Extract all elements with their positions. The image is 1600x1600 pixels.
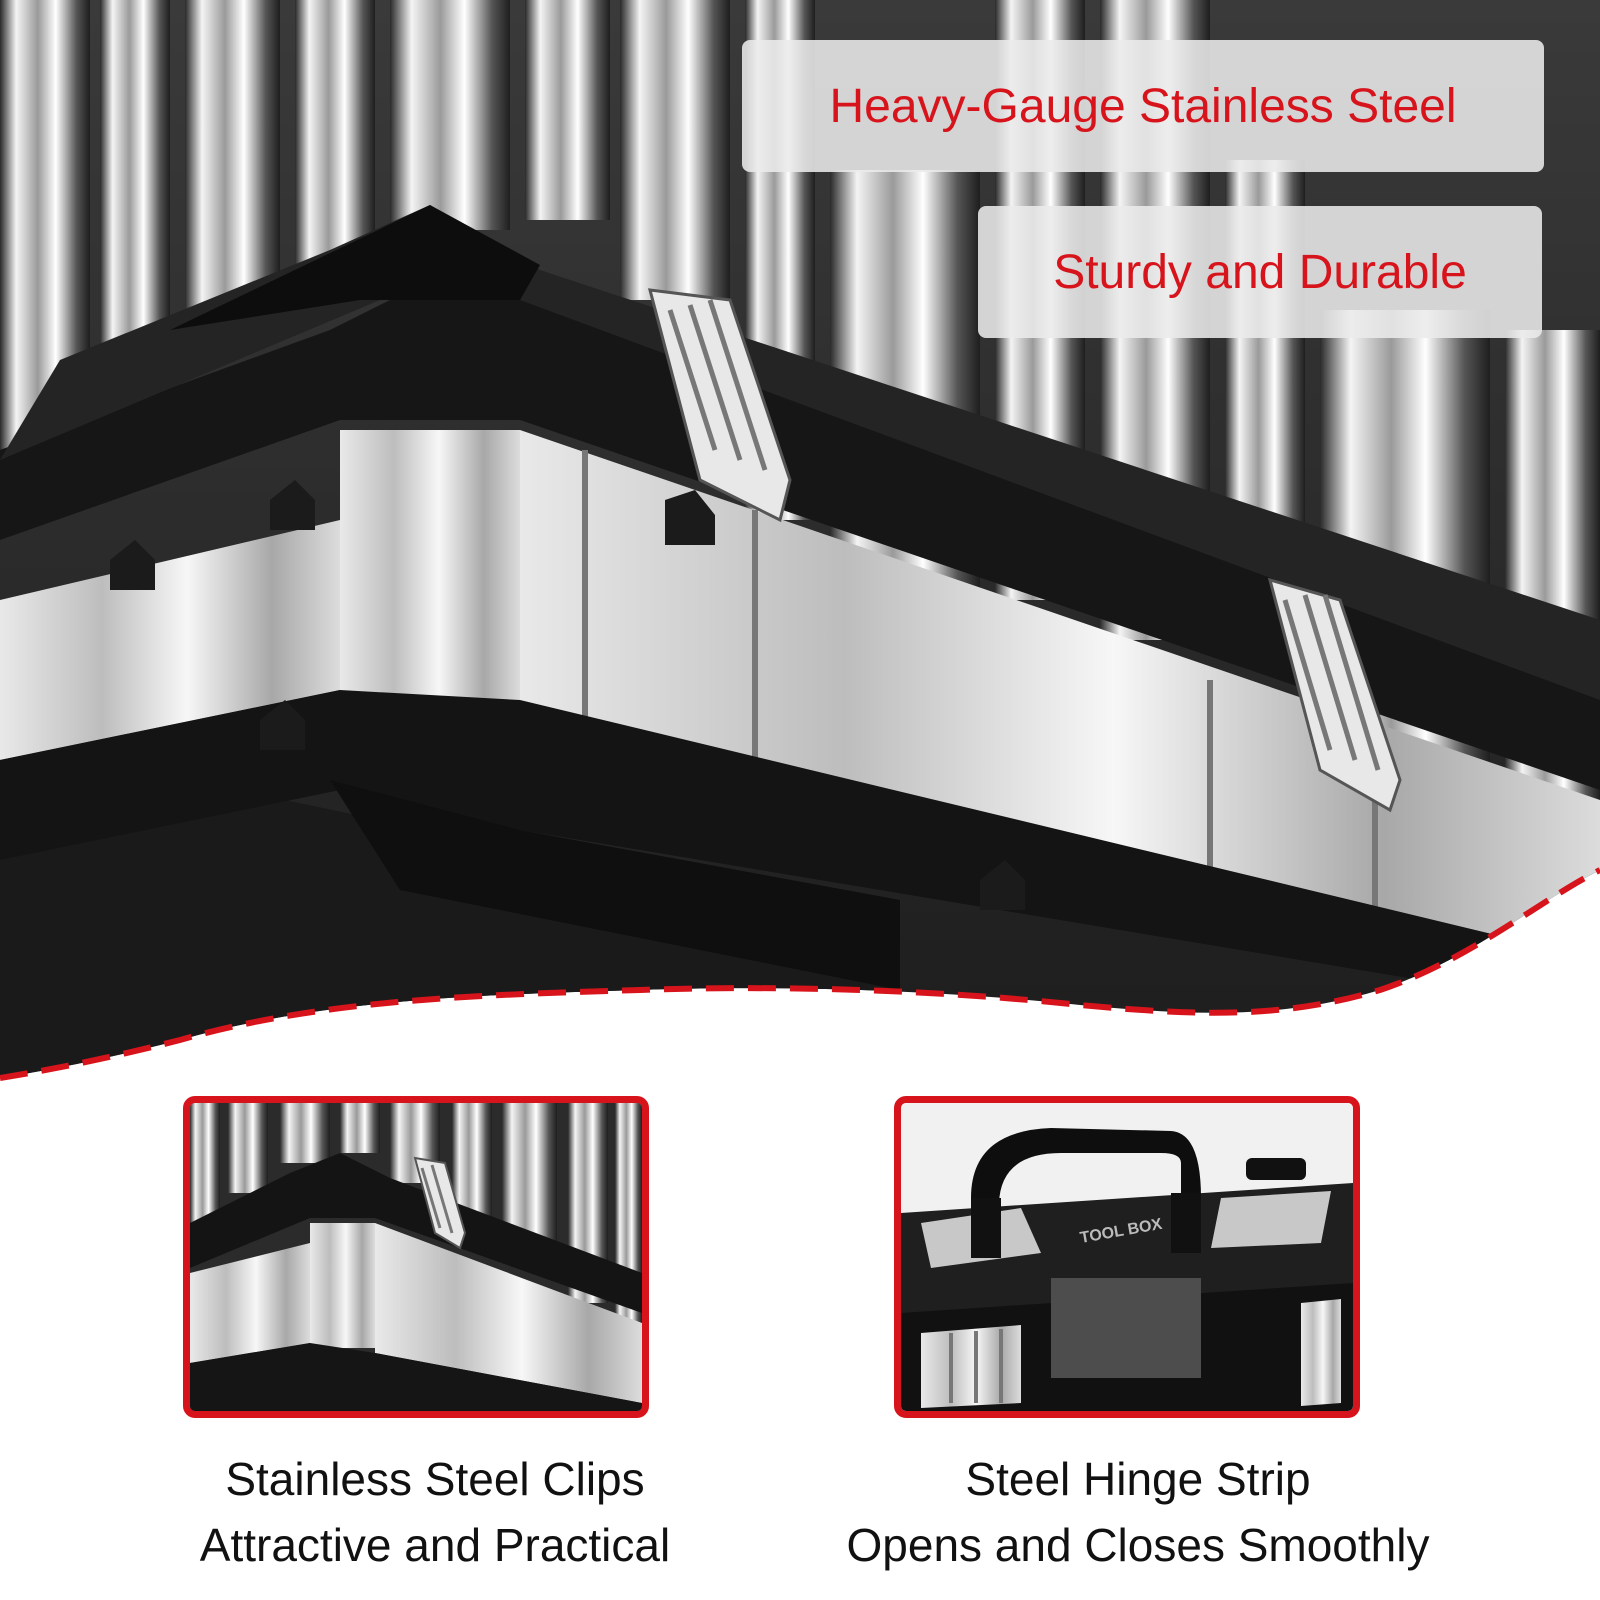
hero-toolbox-photo: [0, 0, 1600, 1081]
feature-badge-sturdy: Sturdy and Durable: [978, 206, 1542, 338]
latch-clip-right: [1267, 577, 1402, 813]
caption-clips-subtitle: Attractive and Practical: [199, 1519, 671, 1571]
latch-clip-left: [647, 288, 792, 523]
toolbox-body: [0, 205, 1600, 1010]
caption-clips-title: Stainless Steel Clips: [225, 1453, 645, 1505]
caption-hinge-title: Steel Hinge Strip: [965, 1453, 1311, 1505]
hinge-closeup-photo: TOOL BOX: [901, 1103, 1353, 1411]
feature-badge-sturdy-text: Sturdy and Durable: [1053, 245, 1467, 299]
caption-clips: Stainless Steel Clips Attractive and Pra…: [85, 1446, 785, 1578]
dashed-wave-divider: [0, 867, 1600, 1081]
clips-closeup-photo: [190, 1103, 642, 1411]
caption-hinge-subtitle: Opens and Closes Smoothly: [846, 1519, 1430, 1571]
detail-image-clips: [183, 1096, 649, 1418]
feature-badge-heavy-gauge: Heavy-Gauge Stainless Steel: [742, 40, 1544, 172]
caption-hinge: Steel Hinge Strip Opens and Closes Smoot…: [788, 1446, 1488, 1578]
detail-image-hinge: TOOL BOX: [894, 1096, 1360, 1418]
feature-badge-heavy-gauge-text: Heavy-Gauge Stainless Steel: [829, 79, 1457, 133]
